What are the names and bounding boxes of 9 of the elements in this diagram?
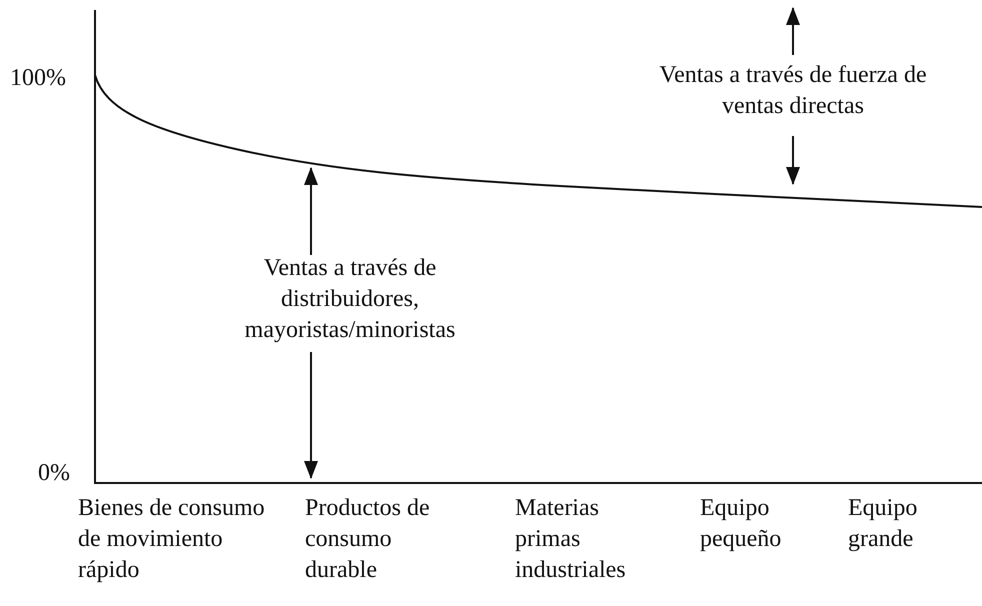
axis-tick-label: 100% xyxy=(10,64,66,93)
annotation-text: Ventas a través de distribuidores, mayoristas/minoristas xyxy=(244,254,456,345)
annotation-text: Ventas a través de fuerza de ventas directas xyxy=(658,61,928,121)
category-label: Equipo pequeño xyxy=(700,494,782,554)
category-label: Materias primas industriales xyxy=(515,494,627,585)
axis-tick-label: 0% xyxy=(38,459,70,488)
category-label: Equipo grande xyxy=(848,494,918,554)
category-label: Bienes de consumo de movimiento rápido xyxy=(78,494,266,585)
category-label: Productos de consumo durable xyxy=(305,494,431,585)
